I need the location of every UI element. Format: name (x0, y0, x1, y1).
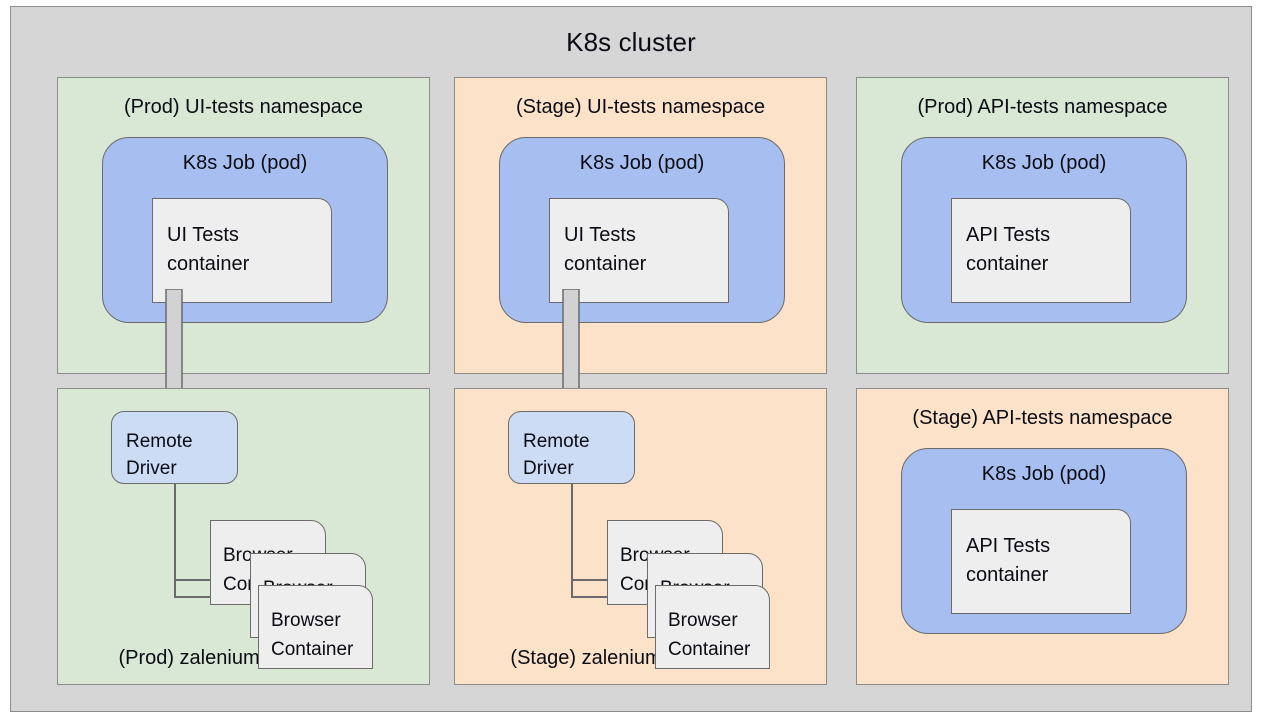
namespace-prod-api-tests: (Prod) API-tests namespace K8s Job (pod)… (856, 77, 1229, 374)
cluster-title: K8s cluster (566, 27, 696, 57)
container-label-line1: API Tests (966, 535, 1051, 557)
namespace-prod-ui-tests: (Prod) UI-tests namespace K8s Job (pod) … (57, 77, 430, 374)
container-label-line1: UI Tests (564, 224, 636, 246)
container-api-tests: API Tests container (951, 198, 1131, 303)
container-label-line2: container (966, 564, 1049, 586)
driver-connector-branch-1 (571, 579, 613, 581)
browser-label-line1: Browser (271, 610, 341, 631)
namespace-prod-zalenium: (Prod) zalenium namespace Remote Driver … (57, 388, 430, 685)
namespace-label: (Prod) API-tests namespace (917, 96, 1168, 118)
namespace-label: (Prod) UI-tests namespace (124, 96, 363, 118)
browser-label-line2: Container (271, 639, 354, 660)
pod-stage-api-tests: K8s Job (pod) API Tests container (901, 448, 1187, 634)
remote-driver-stage: Remote Driver (508, 411, 635, 484)
container-api-tests: API Tests container (951, 509, 1131, 614)
namespace-stage-api-tests: (Stage) API-tests namespace K8s Job (pod… (856, 388, 1229, 685)
container-ui-tests: UI Tests container (152, 198, 332, 303)
driver-label-line2: Driver (126, 458, 177, 479)
browser-container-3: Browser Container (655, 585, 770, 669)
container-label-line1: API Tests (966, 224, 1051, 246)
pod-title: K8s Job (pod) (981, 463, 1107, 485)
driver-label-line1: Remote (126, 431, 193, 452)
container-ui-tests: UI Tests container (549, 198, 729, 303)
namespace-label: (Stage) UI-tests namespace (516, 96, 765, 118)
driver-label-line1: Remote (523, 431, 590, 452)
pod-prod-api-tests: K8s Job (pod) API Tests container (901, 137, 1187, 323)
pod-stage-ui-tests: K8s Job (pod) UI Tests container (499, 137, 785, 323)
browser-label-line2: Container (668, 639, 751, 660)
container-label-line2: container (564, 253, 647, 275)
browser-container-3: Browser Container (258, 585, 373, 669)
namespace-label: (Stage) API-tests namespace (912, 407, 1173, 429)
browser-label-line1: Browser (668, 610, 738, 631)
driver-connector-trunk (174, 484, 176, 597)
namespace-label: (Stage) zalenium namespace (510, 647, 771, 669)
namespace-stage-ui-tests: (Stage) UI-tests namespace K8s Job (pod)… (454, 77, 827, 374)
container-label-line2: container (167, 253, 250, 275)
driver-label-line2: Driver (523, 458, 574, 479)
driver-connector-branch-1 (174, 579, 216, 581)
pod-title: K8s Job (pod) (182, 152, 308, 174)
pod-title: K8s Job (pod) (579, 152, 705, 174)
pod-prod-ui-tests: K8s Job (pod) UI Tests container (102, 137, 388, 323)
namespace-label: (Prod) zalenium namespace (118, 647, 369, 669)
container-label-line2: container (966, 253, 1049, 275)
namespace-stage-zalenium: (Stage) zalenium namespace Remote Driver… (454, 388, 827, 685)
driver-connector-trunk (571, 484, 573, 597)
pod-title: K8s Job (pod) (981, 152, 1107, 174)
container-label-line1: UI Tests (167, 224, 239, 246)
remote-driver-prod: Remote Driver (111, 411, 238, 484)
